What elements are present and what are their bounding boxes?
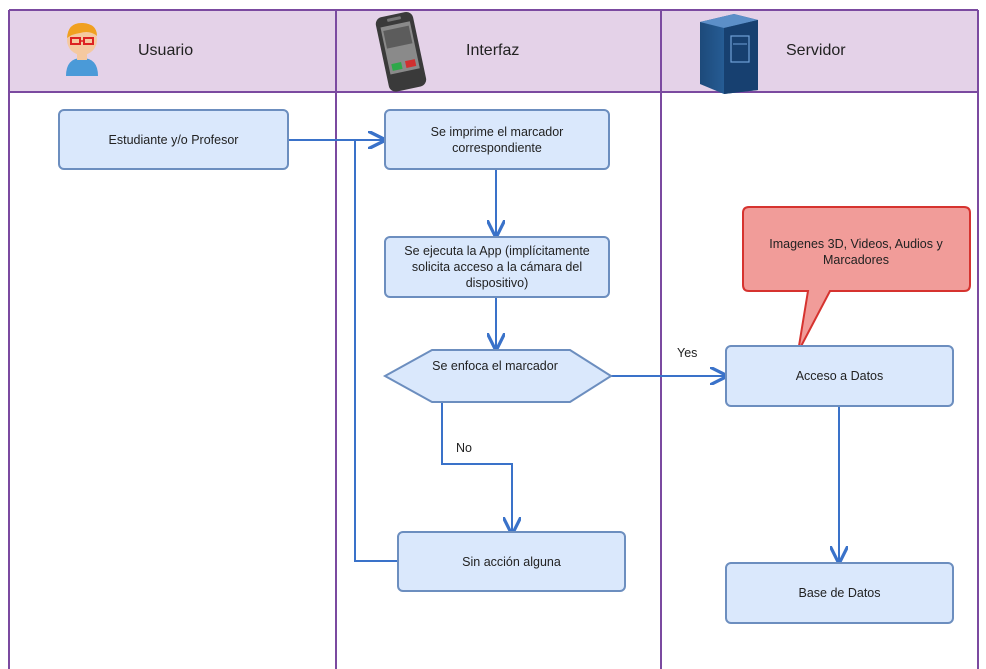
lane-title-interfaz: Interfaz [466,42,520,59]
node-acceso[interactable]: Acceso a Datos [725,345,954,407]
user-icon [66,22,98,76]
node-enfoca-label: Se enfoca el marcador [432,359,558,373]
node-imprime[interactable]: Se imprime el marcador correspondiente [384,109,610,170]
node-sin-accion[interactable]: Sin acción alguna [397,531,626,592]
callout-label: Imagenes 3D, Videos, Audios y Marcadores [769,237,943,267]
callout-shape [742,206,971,353]
lane-borders [8,9,979,669]
phone-icon [375,11,427,92]
edge-enfoca-sinaccion [441,402,512,533]
node-base[interactable]: Base de Datos [725,562,954,624]
edges [288,140,839,562]
edge-label-no: No [456,441,472,455]
server-icon [700,14,758,94]
lane-title-usuario: Usuario [138,42,194,59]
edge-label-yes: Yes [677,346,698,360]
lane-header-usuario [9,10,336,92]
node-ejecuta[interactable]: Se ejecuta la App (implícitamente solici… [384,236,610,298]
decision-diamond [382,349,613,403]
node-estudiante[interactable]: Estudiante y/o Profesor [58,109,289,170]
edge-sinaccion-imprime [354,140,398,562]
lane-title-servidor: Servidor [786,42,846,59]
